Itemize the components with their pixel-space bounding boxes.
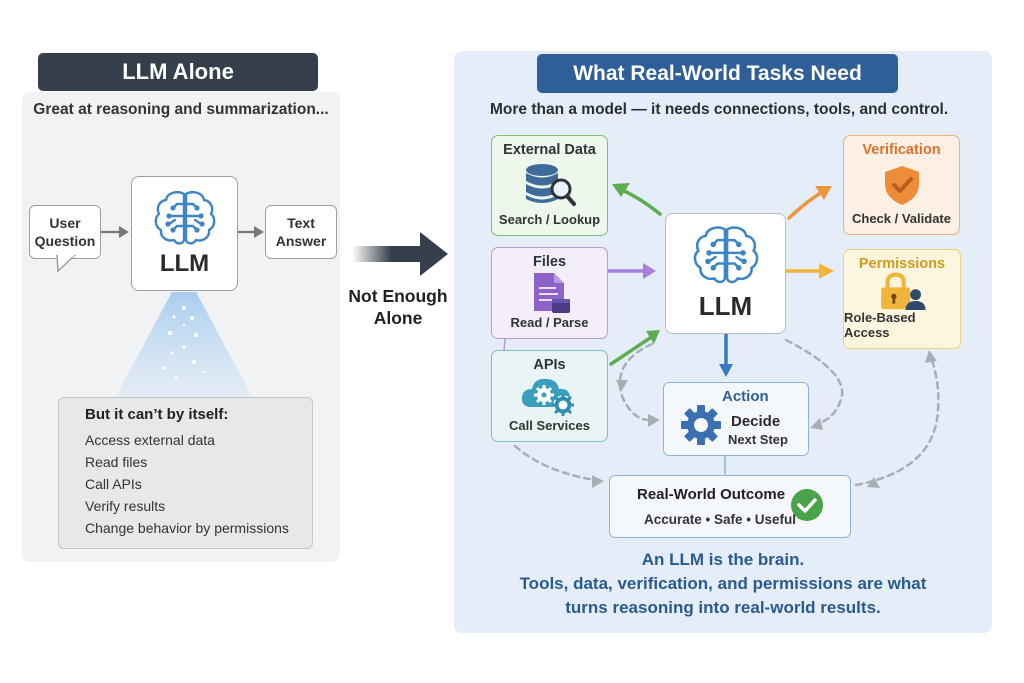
files-card: Files Read / Parse xyxy=(491,247,608,339)
outcome-title: Real-World Outcome xyxy=(637,486,786,503)
llm-box-center: LLM xyxy=(665,213,786,334)
llm-box-left: LLM xyxy=(131,176,238,291)
cloud-gear-icon xyxy=(521,378,574,416)
light-beam-graphic xyxy=(114,292,254,400)
llm-alone-title: LLM Alone xyxy=(38,53,318,91)
verification-card: Verification Check / Validate xyxy=(843,135,960,235)
files-apis-connector xyxy=(503,339,506,351)
files-subtitle: Read / Parse xyxy=(510,315,589,330)
limitation-item: Read files xyxy=(85,454,148,470)
external-data-subtitle: Search / Lookup xyxy=(498,212,601,227)
action-line-2: Next Step xyxy=(728,432,788,447)
llm-label-center: LLM xyxy=(698,291,753,321)
limitation-item: Change behavior by permissions xyxy=(85,520,289,536)
permissions-subtitle: Role-Based Access xyxy=(844,310,916,340)
gear-icon xyxy=(681,405,721,445)
check-circle-icon xyxy=(791,489,823,521)
speech-bubble-tail xyxy=(56,255,77,273)
apis-subtitle: Call Services xyxy=(509,418,590,433)
verification-title: Verification xyxy=(862,142,941,158)
summary-line-1: An LLM is the brain. xyxy=(641,550,805,569)
permissions-title: Permissions xyxy=(858,256,946,272)
shield-check-icon xyxy=(884,165,919,205)
external-data-card: External Data Search / Lookup xyxy=(491,135,608,236)
summary-text: An LLM is the brain. Tools, data, verifi… xyxy=(454,548,992,620)
summary-line-2: Tools, data, verification, and permissio… xyxy=(519,574,927,593)
action-box: Action Decide Next Step xyxy=(663,382,809,456)
real-world-title: What Real-World Tasks Need xyxy=(537,54,898,93)
limitation-item: Verify results xyxy=(85,498,166,514)
verification-subtitle: Check / Validate xyxy=(852,211,951,226)
label-line-1: Not Enough xyxy=(348,286,448,306)
outcome-subtitle: Accurate • Safe • Useful xyxy=(644,512,797,527)
brain-icon xyxy=(693,226,758,284)
action-title: Action xyxy=(722,388,769,405)
transition-arrow-icon xyxy=(352,232,448,276)
brain-icon xyxy=(154,190,215,245)
apis-title: APIs xyxy=(533,357,566,373)
limitations-box xyxy=(58,397,313,549)
database-search-icon xyxy=(525,164,576,206)
limitation-item: Access external data xyxy=(85,432,215,448)
limitation-item: Call APIs xyxy=(85,476,142,492)
user-question-bubble: User Question xyxy=(29,205,101,259)
label-line-2: Alone xyxy=(373,308,423,328)
summary-line-3: turns reasoning into real-world results. xyxy=(565,598,881,617)
action-line-1: Decide xyxy=(731,413,781,430)
external-data-title: External Data xyxy=(503,142,596,158)
permissions-card: Permissions Role-Based Access xyxy=(843,249,961,349)
limitations-title: But it can’t by itself: xyxy=(85,406,229,423)
files-title: Files xyxy=(532,254,567,270)
real-world-outcome-box: Real-World Outcome Accurate • Safe • Use… xyxy=(609,475,851,538)
document-icon xyxy=(533,272,570,313)
text-answer-box: Text Answer xyxy=(265,205,337,259)
apis-card: APIs Call Services xyxy=(491,350,608,442)
llm-alone-subtitle: Great at reasoning and summarization... xyxy=(33,101,329,118)
real-world-subtitle: More than a model — it needs connections… xyxy=(490,101,949,118)
llm-label-left: LLM xyxy=(159,249,210,277)
lock-user-icon xyxy=(881,272,926,310)
not-enough-alone-label: Not Enough Alone xyxy=(338,285,458,329)
